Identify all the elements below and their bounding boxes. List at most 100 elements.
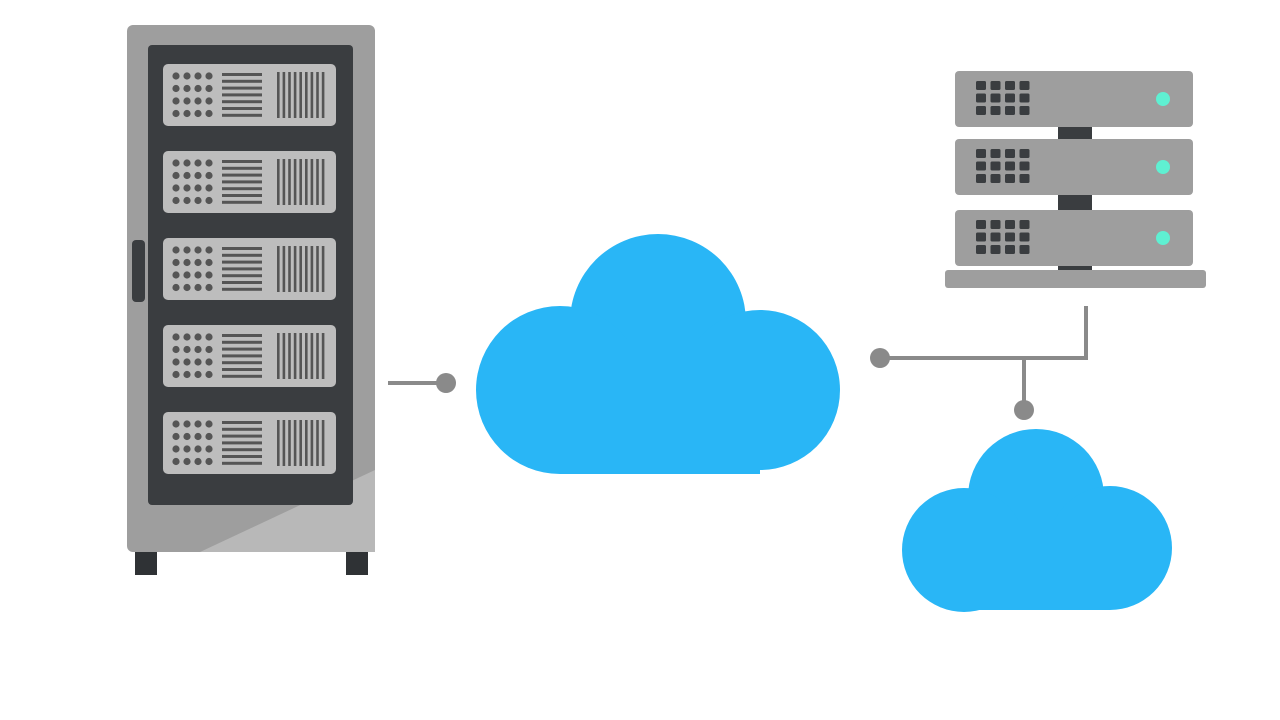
rack-units <box>163 64 336 474</box>
vent-line <box>222 86 262 90</box>
vent-dot <box>205 333 213 341</box>
status-led-icon <box>1156 160 1170 174</box>
vent-square <box>1005 149 1015 158</box>
vent-square <box>1019 220 1030 229</box>
vent-dot <box>172 445 180 453</box>
vent-square <box>1005 220 1015 229</box>
vent-square <box>990 149 1001 158</box>
vent-bar <box>288 72 291 118</box>
vent-line <box>222 267 262 271</box>
server-rack-icon <box>127 25 375 575</box>
vent-dot <box>183 271 191 279</box>
vent-bar <box>310 246 314 292</box>
vent-bar <box>321 72 325 118</box>
status-led-icon <box>1156 231 1170 245</box>
vent-line <box>222 187 262 191</box>
vent-bar <box>299 333 302 379</box>
vent-dot <box>205 420 213 428</box>
vent-dot <box>183 159 191 167</box>
vent-square <box>976 93 986 103</box>
vent-square <box>1005 245 1015 254</box>
vent-dot <box>205 109 213 118</box>
connector-node-icon <box>436 373 456 393</box>
vent-dot <box>183 358 191 366</box>
vent-dot <box>205 84 213 93</box>
vent-bar <box>321 246 325 292</box>
vent-square <box>976 174 986 183</box>
vent-dot <box>194 333 202 341</box>
vent-bar <box>299 420 302 466</box>
vent-dot <box>205 196 213 205</box>
vent-square <box>990 81 1001 90</box>
vent-line <box>222 200 262 204</box>
vent-dot <box>205 432 213 441</box>
vent-dot <box>194 432 202 441</box>
vent-line <box>222 421 262 424</box>
vent-dot <box>205 171 213 180</box>
vent-square <box>1005 106 1015 115</box>
connector-node-icon <box>1014 400 1034 420</box>
vent-dot <box>205 358 213 366</box>
vent-bar <box>305 333 308 379</box>
rack-server-unit <box>163 238 336 300</box>
vent-line <box>222 361 262 365</box>
vent-dot <box>205 445 213 453</box>
vent-dot <box>172 196 180 205</box>
small-cloud-icon <box>902 429 1172 612</box>
vent-dot <box>205 184 213 192</box>
rack-foot-right <box>346 545 368 575</box>
vent-dot <box>194 109 202 118</box>
vent-line <box>222 160 262 163</box>
vent-dot <box>172 432 180 441</box>
vent-dot <box>172 457 180 466</box>
vent-dot <box>194 97 202 105</box>
vent-dot <box>172 97 180 105</box>
vent-bar <box>299 159 302 205</box>
vent-dot <box>183 333 191 341</box>
vent-bar <box>288 420 291 466</box>
vent-square <box>1019 106 1030 115</box>
vent-dot <box>172 159 180 167</box>
vent-square <box>990 220 1001 229</box>
vent-line <box>222 180 262 184</box>
vent-square <box>976 81 986 90</box>
stack-base-shelf <box>945 270 1206 288</box>
stack-units <box>955 71 1193 266</box>
vent-dot <box>183 196 191 205</box>
vent-bar <box>282 420 286 466</box>
vent-square <box>990 174 1001 183</box>
vent-bar <box>293 420 297 466</box>
status-led-icon <box>1156 92 1170 106</box>
rack-server-unit <box>163 412 336 474</box>
vent-dot <box>194 184 202 192</box>
stack-connector <box>1058 124 1092 140</box>
vent-dot <box>205 457 213 466</box>
vent-bar <box>293 72 297 118</box>
vent-dot <box>183 97 191 105</box>
vent-square <box>1019 245 1030 254</box>
vent-bar <box>321 333 325 379</box>
vent-line <box>222 260 262 264</box>
vent-square <box>976 232 986 242</box>
vent-dot <box>172 370 180 379</box>
vent-dot <box>172 246 180 254</box>
vent-line <box>222 434 262 438</box>
vent-square <box>1019 174 1030 183</box>
vent-dot <box>172 333 180 341</box>
vent-dot <box>172 283 180 292</box>
vent-dot <box>194 159 202 167</box>
vent-bar <box>316 333 319 379</box>
vent-line <box>222 334 262 337</box>
vent-line <box>222 73 262 76</box>
vent-line <box>222 247 262 250</box>
vent-bar <box>321 420 325 466</box>
vent-dot <box>183 72 191 80</box>
vent-bar <box>288 246 291 292</box>
vent-dot <box>205 258 213 267</box>
vent-line <box>222 166 262 170</box>
vent-dot <box>172 420 180 428</box>
vent-dot <box>172 358 180 366</box>
vent-square <box>990 161 1001 171</box>
vent-square <box>976 106 986 115</box>
